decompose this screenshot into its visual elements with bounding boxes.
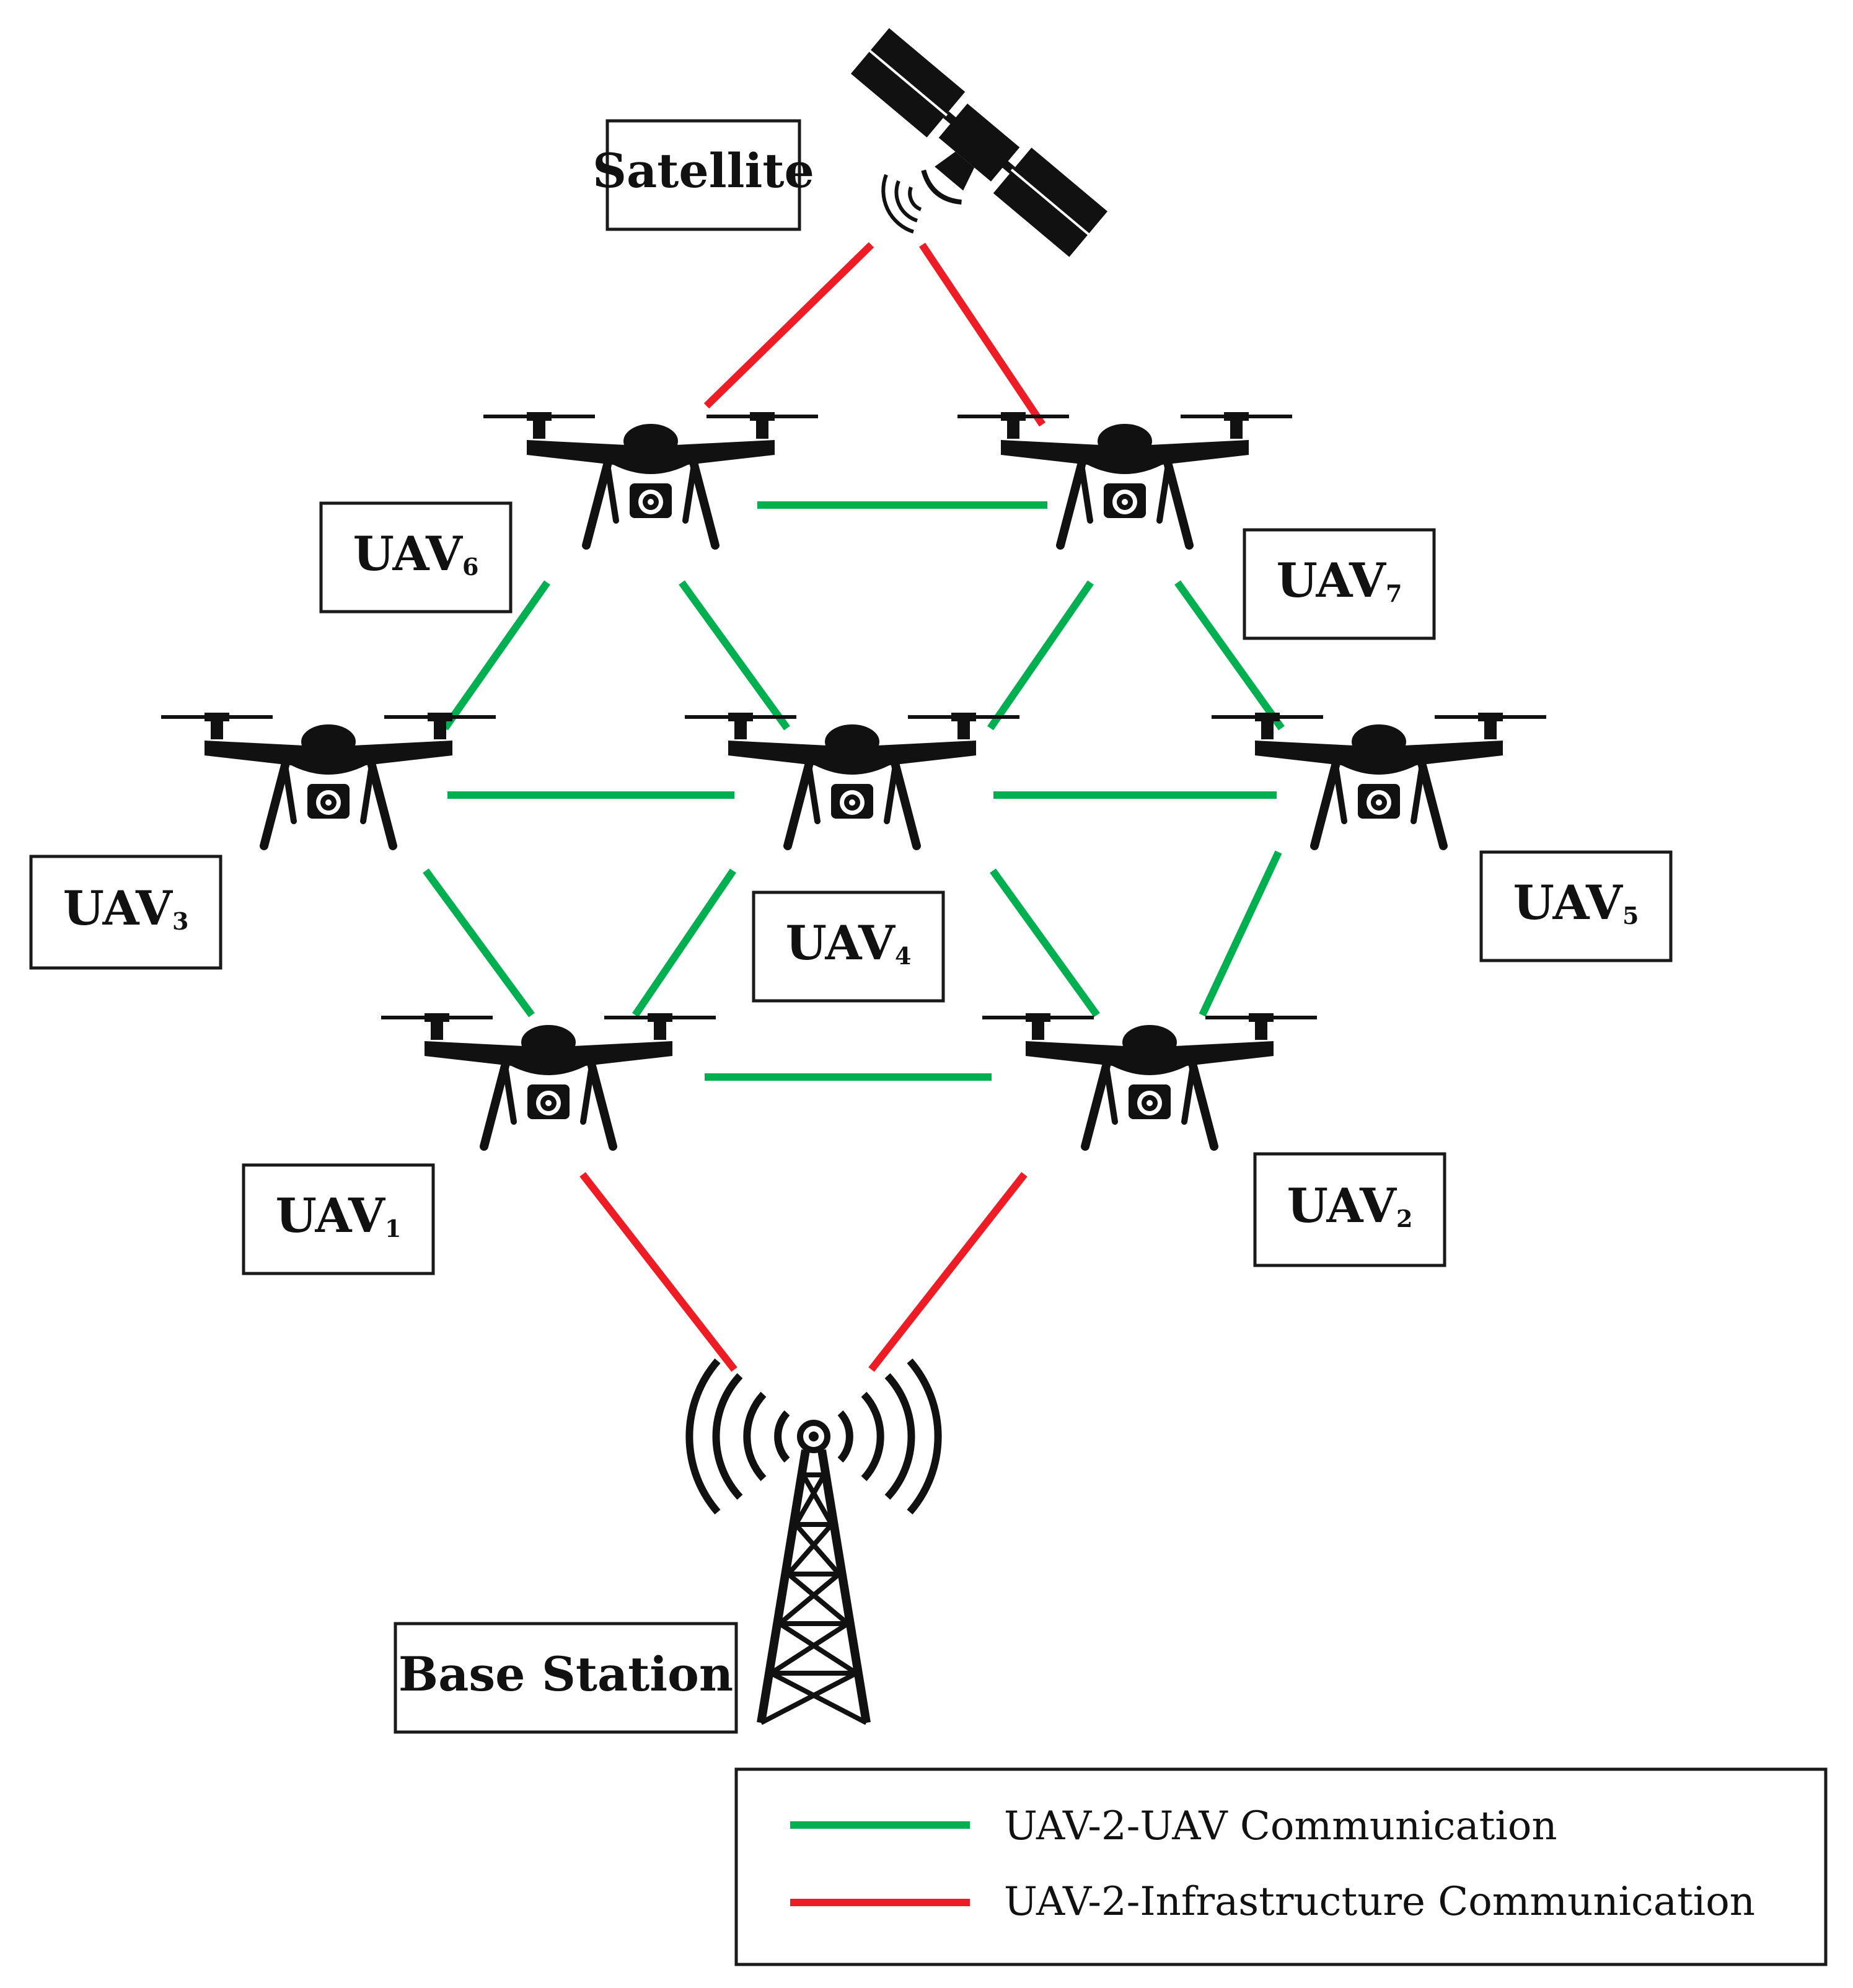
svg-text:Base Station: Base Station: [398, 1647, 733, 1702]
uav2-drone-icon: [982, 1018, 1317, 1146]
svg-text:UAV6: UAV6: [353, 526, 479, 581]
uav-to-uav-link-uav4-uav2: [990, 868, 1100, 1018]
svg-text:UAV7: UAV7: [1277, 553, 1402, 608]
legend: UAV-2-UAV Communication UAV-2-Infrastruc…: [734, 1767, 1828, 1966]
uav-to-infrastructure-link-satellite-uav7: [919, 242, 1045, 427]
base-station-label: Base Station: [394, 1622, 738, 1734]
uav-to-infrastructure-link-uav1-base_station: [579, 1172, 737, 1372]
svg-text:UAV5: UAV5: [1513, 875, 1639, 930]
uav3-drone-icon: [161, 717, 496, 846]
uav-to-uav-link-uav5-uav2: [1199, 850, 1282, 1017]
satellite-label: Satellite: [592, 119, 814, 231]
cell-tower-icon: [685, 1358, 942, 1725]
uav-to-infrastructure-link-satellite-uav6: [703, 242, 874, 409]
uav-to-uav-link-uav7-uav5: [1174, 580, 1285, 731]
satellite-icon: [850, 28, 1108, 257]
uav1-label: UAV1: [242, 1163, 435, 1275]
uav6-label: UAV6: [319, 501, 513, 614]
uav-to-uav-link-uav4-uav1: [632, 868, 736, 1018]
uav-to-uav-link-uav7-uav4: [987, 580, 1094, 731]
uav3-label: UAV3: [29, 855, 222, 970]
uav7-label: UAV7: [1243, 528, 1436, 640]
uav-to-infrastructure-link-uav2-base_station: [868, 1172, 1028, 1372]
uav-to-uav-link-uav6-uav3: [442, 580, 550, 731]
uav5-drone-icon: [1212, 717, 1546, 846]
svg-text:Satellite: Satellite: [592, 143, 814, 198]
signal-waves-icon: [881, 174, 922, 234]
legend-label-uav-to-infrastructure: UAV-2-Infrastructure Communication: [1004, 1879, 1755, 1925]
uav7-drone-icon: [957, 416, 1292, 545]
svg-text:UAV3: UAV3: [63, 881, 189, 936]
uav4-label: UAV4: [752, 891, 945, 1003]
uav1-drone-icon: [381, 1018, 716, 1146]
svg-text:UAV4: UAV4: [786, 915, 912, 970]
uav-to-uav-link-uav6-uav4: [679, 580, 790, 731]
uav5-label: UAV5: [1479, 850, 1673, 962]
links-layer: [423, 242, 1285, 1372]
uav4-drone-icon: [685, 717, 1019, 846]
uav2-label: UAV2: [1253, 1152, 1446, 1267]
svg-text:UAV2: UAV2: [1287, 1178, 1413, 1233]
svg-text:UAV1: UAV1: [276, 1188, 402, 1243]
legend-label-uav-to-uav: UAV-2-UAV Communication: [1004, 1803, 1557, 1849]
uav6-drone-icon: [483, 416, 818, 545]
uav-to-uav-link-uav3-uav1: [423, 868, 535, 1018]
